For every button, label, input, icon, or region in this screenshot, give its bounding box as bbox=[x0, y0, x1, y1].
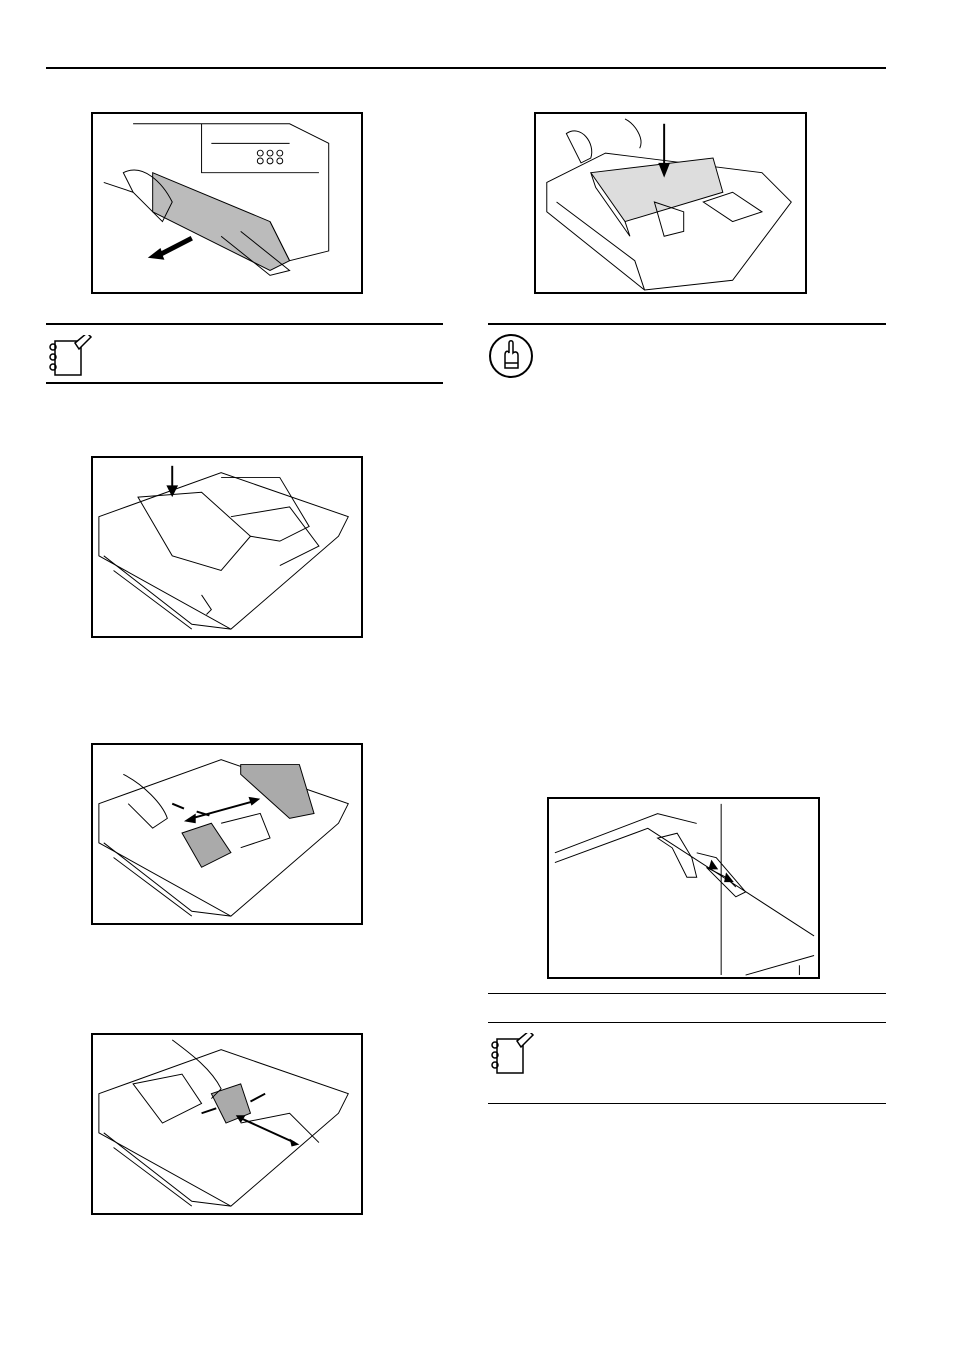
note-pad-icon bbox=[47, 331, 93, 379]
figure-press-bottom-plate bbox=[91, 456, 363, 638]
separator-rule bbox=[488, 993, 886, 994]
note-pad-icon bbox=[489, 1029, 535, 1077]
figure-pull-out-drawer bbox=[91, 112, 363, 294]
load-paper-illustration bbox=[546, 118, 792, 291]
important-top-rule bbox=[488, 323, 886, 325]
bottom-plate-illustration bbox=[98, 465, 349, 630]
note-2-bottom-rule bbox=[488, 1103, 886, 1104]
note-1-top-rule bbox=[46, 323, 443, 325]
width-guide-illustration bbox=[98, 759, 349, 917]
pointing-hand-icon bbox=[488, 333, 534, 379]
figure-adjust-width-guides bbox=[91, 743, 363, 925]
header-rule bbox=[46, 67, 886, 69]
limit-mark-illustration bbox=[554, 803, 815, 976]
drawer-pull-illustration bbox=[103, 123, 330, 276]
length-guide-illustration bbox=[98, 1039, 349, 1207]
figure-load-paper bbox=[534, 112, 807, 294]
note-1-bottom-rule bbox=[46, 382, 443, 384]
note-2-top-rule bbox=[488, 1022, 886, 1023]
figure-paper-limit-mark bbox=[547, 797, 820, 979]
figure-adjust-length-guide bbox=[91, 1033, 363, 1215]
